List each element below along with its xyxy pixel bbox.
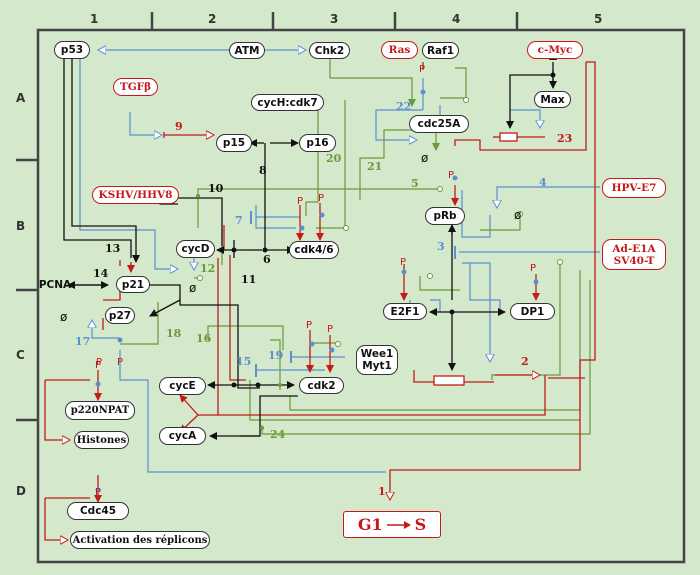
pathway-number-11: 11 — [241, 273, 257, 286]
node-cdc25a[interactable]: cdc25A — [409, 115, 469, 133]
phospho-label: P — [419, 64, 426, 75]
pathway-number-17: 17 — [75, 335, 91, 348]
degradation-symbol-p27: ø — [60, 310, 68, 324]
node-raf1[interactable]: Raf1 — [422, 42, 459, 59]
pathway-number-13: 13 — [105, 242, 121, 255]
node-c-myc[interactable]: c-Myc — [527, 41, 583, 59]
g1-label: G1 — [357, 515, 383, 534]
pathway-number-15: 15 — [236, 355, 252, 368]
node-p21[interactable]: p21 — [116, 276, 150, 293]
column-label-2: 2 — [208, 12, 217, 26]
node-chk2[interactable]: Chk2 — [309, 42, 350, 59]
node-cyce[interactable]: cycE — [159, 377, 206, 395]
label-wee1: Wee1 — [360, 348, 394, 360]
pathway-number-1: 1 — [378, 485, 386, 498]
g1-s-transition[interactable]: G1 S — [343, 511, 441, 538]
phospho-label: P — [448, 170, 455, 181]
node-e2f1[interactable]: E2F1 — [383, 303, 427, 320]
phospho-label: P — [95, 487, 102, 498]
row-label-a: A — [16, 91, 26, 105]
phospho-label: P — [530, 263, 537, 274]
phospho-label: P — [297, 196, 304, 207]
row-label-c: C — [16, 348, 25, 362]
pathway-number-18: 18 — [166, 327, 182, 340]
node-cdk4-6[interactable]: cdk4/6 — [289, 241, 339, 259]
pathway-number-14: 14 — [93, 267, 109, 280]
pathway-number-12: 12 — [200, 262, 216, 275]
column-label-3: 3 — [330, 12, 339, 26]
phospho-label: P — [318, 193, 325, 204]
pathway-number-2: 2 — [521, 355, 529, 368]
row-label-b: B — [16, 219, 26, 233]
degradation-symbol-cdc25a: ø — [421, 151, 429, 165]
pathway-number-3: 3 — [437, 240, 445, 253]
node-p16[interactable]: p16 — [299, 134, 336, 152]
node-kshv-hhv8[interactable]: KSHV/HHV8 — [92, 186, 179, 204]
row-label-d: D — [16, 484, 26, 498]
g1-s-arrow-icon — [386, 520, 411, 529]
pathway-number-23: 23 — [557, 132, 573, 145]
node-cych-cdk7[interactable]: cycH:cdk7 — [251, 94, 324, 111]
phospho-label: P — [96, 357, 103, 368]
node-hpv-e7[interactable]: HPV-E7 — [602, 178, 666, 198]
node-ras[interactable]: Ras — [381, 41, 418, 59]
pathway-number-5: 5 — [411, 177, 419, 190]
phospho-label: P — [95, 360, 102, 371]
node-cyca[interactable]: cycA — [159, 427, 206, 445]
pathway-number-9: 9 — [175, 120, 183, 133]
node-pcna[interactable]: PCNA — [38, 279, 72, 291]
node-p220npat[interactable]: p220NPAT — [65, 401, 135, 420]
node-max[interactable]: Max — [534, 91, 571, 108]
pathway-number-7: 7 — [235, 214, 243, 227]
pathway-number-16: 16 — [196, 332, 212, 345]
node-ad-e1a-sv40-t[interactable]: Ad-E1A SV40-T — [602, 239, 666, 270]
phospho-label: P — [327, 324, 334, 335]
node-cdc45[interactable]: Cdc45 — [67, 502, 129, 520]
label-sv40-t: SV40-T — [613, 254, 655, 267]
node-p15[interactable]: p15 — [216, 134, 252, 152]
node-histones[interactable]: Histones — [74, 431, 129, 449]
degradation-symbol-prb: ø — [514, 208, 522, 222]
pathway-number-19: 19 — [268, 349, 284, 362]
node-dp1[interactable]: DP1 — [510, 303, 555, 320]
phospho-label: P — [117, 357, 124, 368]
pathway-number-21: 21 — [367, 160, 383, 173]
pathway-number-10: 10 — [208, 182, 224, 195]
label-ad-e1a: Ad-E1A — [612, 242, 656, 255]
column-label-1: 1 — [90, 12, 99, 26]
column-label-4: 4 — [452, 12, 461, 26]
node-cycd[interactable]: cycD — [176, 240, 215, 258]
pathway-number-20: 20 — [326, 152, 342, 165]
node-atm[interactable]: ATM — [229, 42, 265, 59]
node-prb[interactable]: pRb — [425, 207, 465, 225]
pathway-number-24: 24 — [270, 428, 286, 441]
phospho-label: P — [400, 257, 407, 268]
node-wee1-myt1[interactable]: Wee1 Myt1 — [356, 345, 398, 375]
s-label: S — [414, 515, 427, 534]
pathway-number-8: 8 — [259, 164, 267, 177]
node-activation-replicons[interactable]: Activation des réplicons — [70, 531, 210, 549]
pathway-number-22: 22 — [396, 100, 412, 113]
column-label-5: 5 — [594, 12, 603, 26]
degradation-symbol-cycd: ø — [189, 281, 197, 295]
node-p27[interactable]: p27 — [105, 307, 135, 324]
phospho-label: P — [306, 320, 313, 331]
label-myt1: Myt1 — [362, 360, 392, 372]
node-p53[interactable]: p53 — [54, 41, 90, 59]
node-cdk2[interactable]: cdk2 — [299, 377, 344, 394]
pathway-number-4: 4 — [539, 176, 547, 189]
node-tgfb[interactable]: TGFβ — [113, 78, 158, 96]
pathway-number-6: 6 — [263, 253, 271, 266]
